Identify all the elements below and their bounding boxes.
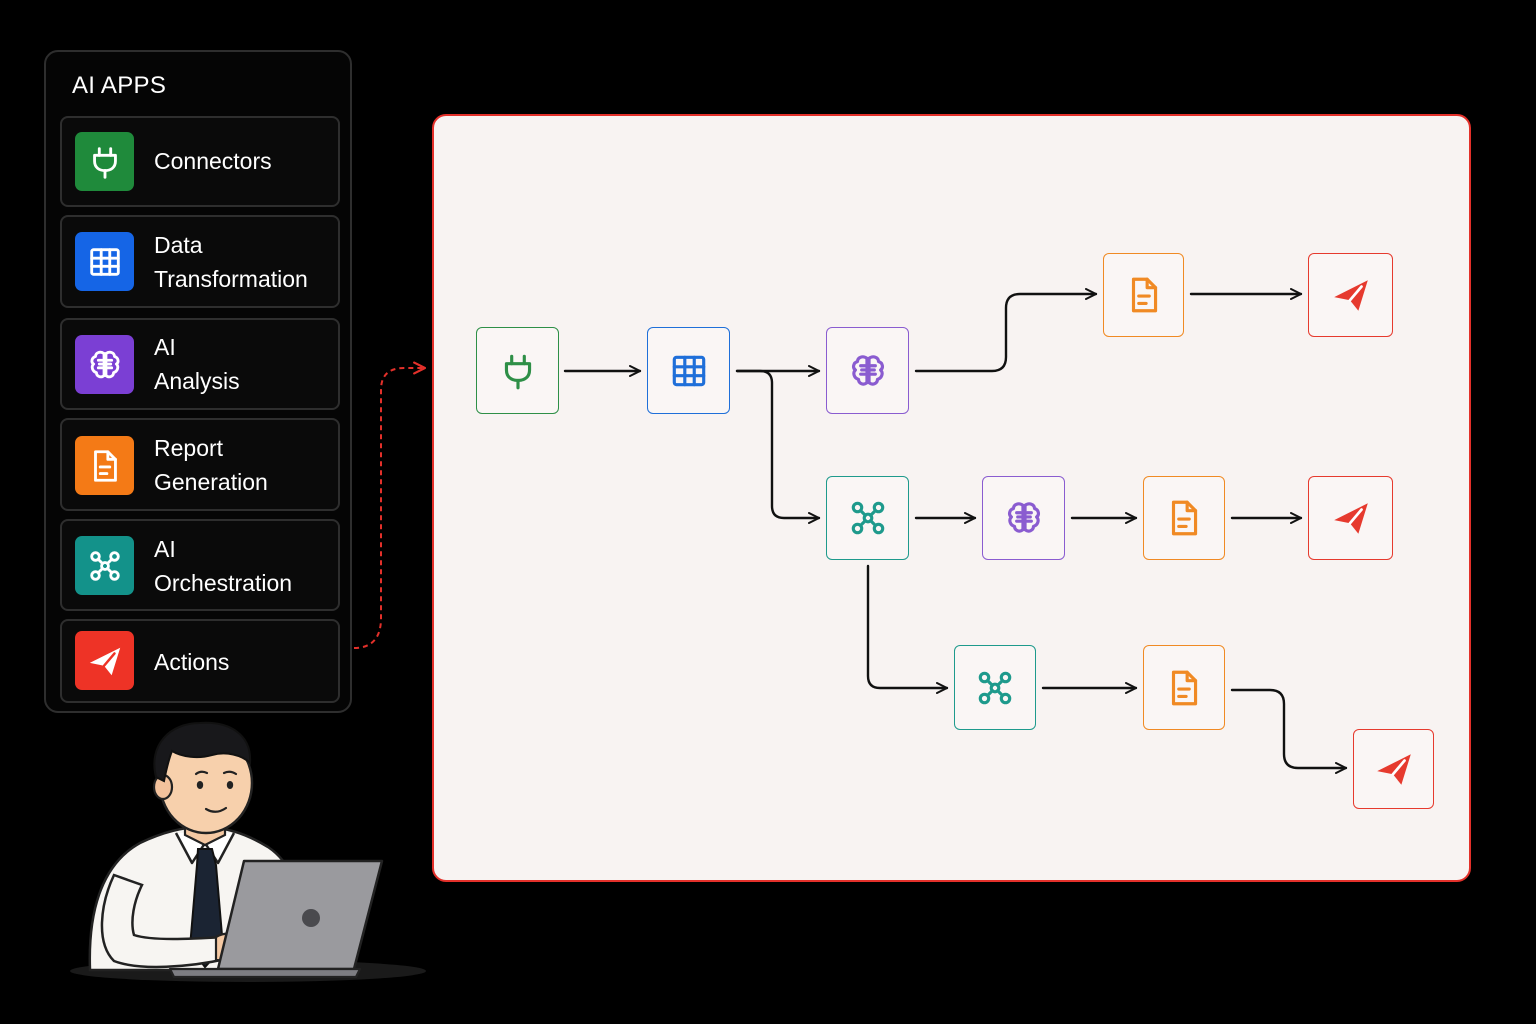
send-icon: [1373, 748, 1415, 790]
workflow-node-orchestration[interactable]: [954, 645, 1036, 730]
app-item-label: AI Orchestration: [154, 536, 293, 596]
workflow-node-action[interactable]: [1353, 729, 1434, 809]
app-item-label: AI Analysis: [154, 334, 240, 394]
workflow-node-analysis[interactable]: [982, 476, 1065, 560]
app-item-label: Data Transformation: [154, 232, 308, 292]
network-icon: [974, 667, 1016, 709]
send-icon: [75, 631, 134, 690]
workflow-node-analysis[interactable]: [826, 327, 909, 414]
workflow-node-orchestration[interactable]: [826, 476, 909, 560]
ai-apps-panel: AI APPS Connectors Data Transformation A…: [44, 50, 352, 713]
network-icon: [75, 536, 134, 595]
app-item-report-generation[interactable]: Report Generation: [60, 418, 340, 511]
workflow-node-action[interactable]: [1308, 476, 1393, 560]
document-icon: [1163, 667, 1205, 709]
workflow-node-transform[interactable]: [647, 327, 730, 414]
app-item-ai-orchestration[interactable]: AI Orchestration: [60, 519, 340, 611]
send-icon: [1330, 497, 1372, 539]
app-item-label: Report Generation: [154, 435, 268, 495]
document-icon: [1163, 497, 1205, 539]
brain-icon: [847, 350, 889, 392]
brain-icon: [1003, 497, 1045, 539]
workflow-node-action[interactable]: [1308, 253, 1393, 337]
workflow-node-report[interactable]: [1143, 476, 1225, 560]
app-item-ai-analysis[interactable]: AI Analysis: [60, 318, 340, 410]
table-icon: [75, 232, 134, 291]
app-item-label: Actions: [154, 649, 230, 675]
workflow-node-report[interactable]: [1143, 645, 1225, 730]
network-icon: [847, 497, 889, 539]
workflow-node-report[interactable]: [1103, 253, 1184, 337]
app-item-connectors[interactable]: Connectors: [60, 116, 340, 207]
document-icon: [1123, 274, 1165, 316]
plug-icon: [497, 350, 539, 392]
send-icon: [1330, 274, 1372, 316]
app-item-data-transformation[interactable]: Data Transformation: [60, 215, 340, 308]
workflow-node-connector[interactable]: [476, 327, 559, 414]
panel-title: AI APPS: [72, 72, 167, 99]
app-item-actions[interactable]: Actions: [60, 619, 340, 703]
document-icon: [75, 436, 134, 495]
panel-to-canvas-link: [353, 361, 427, 649]
brain-icon: [75, 335, 134, 394]
table-icon: [668, 350, 710, 392]
app-item-label: Connectors: [154, 148, 272, 174]
person-at-laptop-illustration: [70, 721, 426, 982]
plug-icon: [75, 132, 134, 191]
